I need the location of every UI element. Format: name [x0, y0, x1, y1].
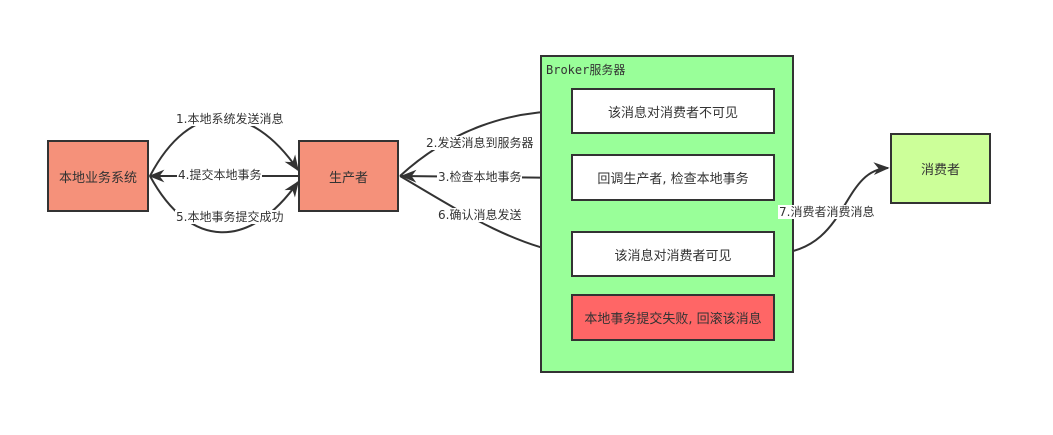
edge-5-arrow [149, 175, 299, 234]
producer-node: 生产者 [298, 140, 399, 212]
edge-4-label: 4.提交本地事务 [177, 168, 263, 182]
edge-3-label: 3.检查本地事务 [437, 170, 523, 184]
edge-7-label: 7.消费者消费消息 [778, 205, 876, 219]
local-system-node: 本地业务系统 [47, 140, 149, 212]
edge-1-label: 1.本地系统发送消息 [175, 112, 285, 126]
rollback-node: 本地事务提交失败, 回滚该消息 [571, 294, 775, 341]
edge-6-label: 6.确认消息发送 [437, 208, 523, 222]
msg-visible-node: 该消息对消费者可见 [571, 231, 775, 277]
callback-check-node: 回调生产者, 检查本地事务 [571, 154, 775, 201]
edge-2-label: 2.发送消息到服务器 [425, 136, 535, 150]
msg-invisible-node: 该消息对消费者不可见 [571, 88, 775, 134]
edge-5-label: 5.本地事务提交成功 [175, 210, 285, 224]
consumer-node: 消费者 [890, 133, 991, 204]
broker-title: Broker服务器 [546, 63, 626, 77]
